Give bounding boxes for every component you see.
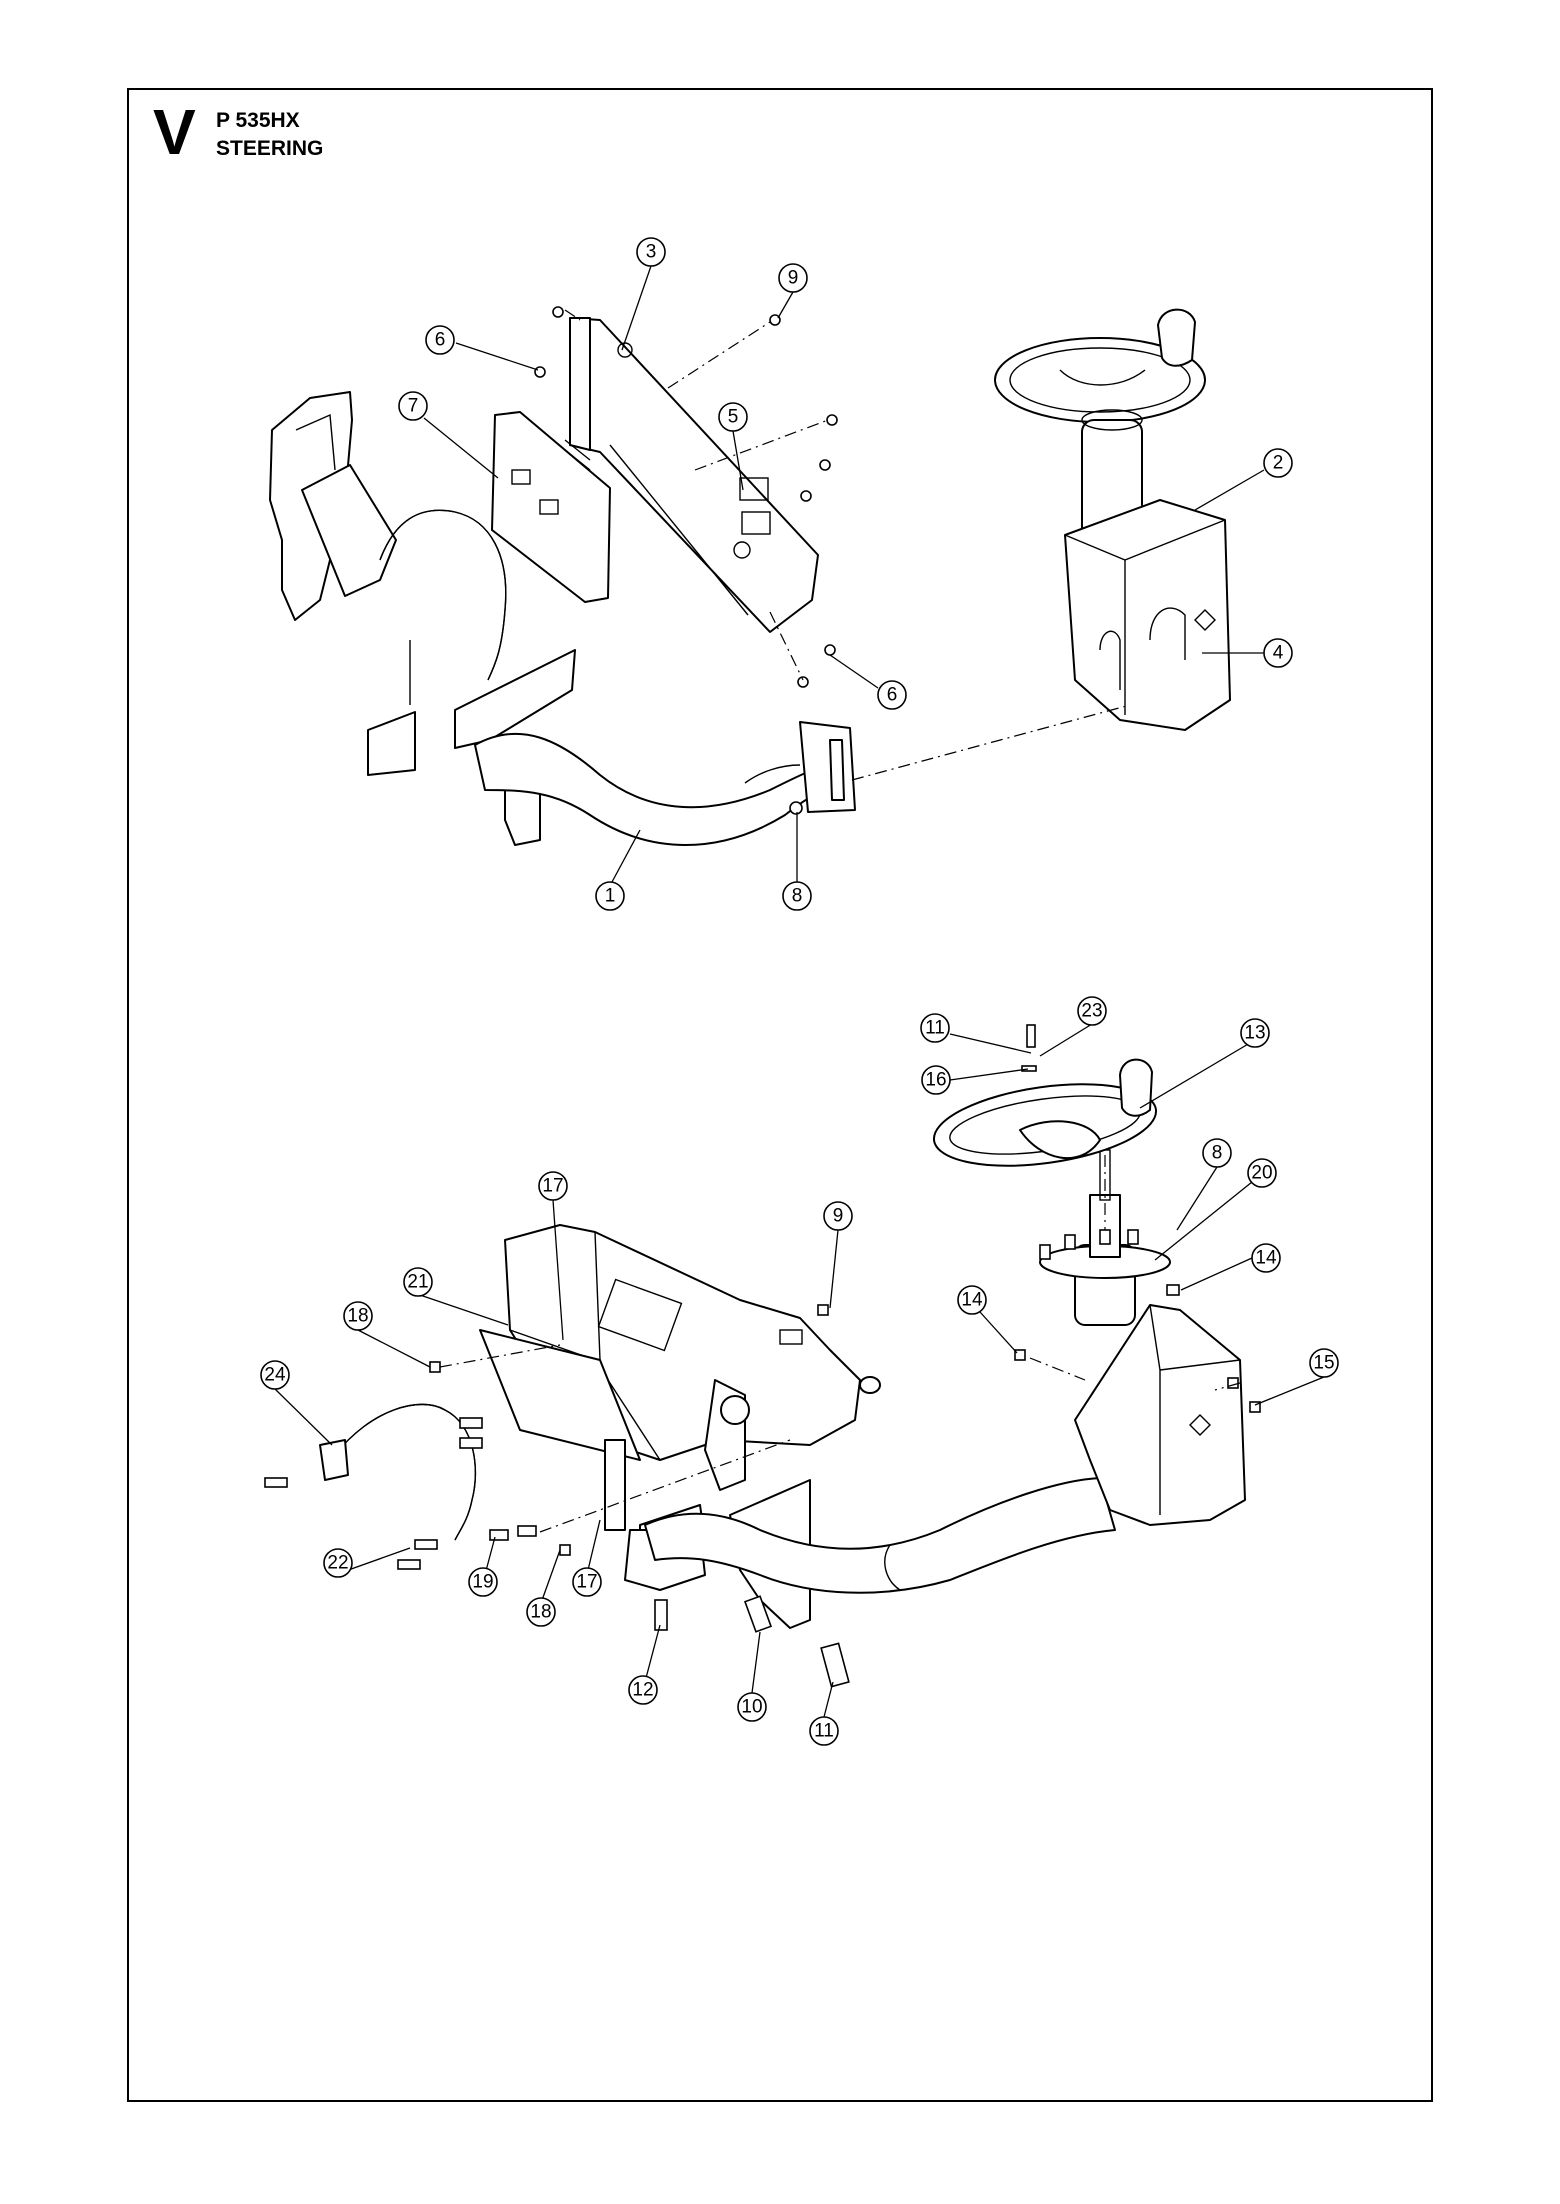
callout-24: 24 (260, 1360, 290, 1390)
callout-11b-label: 11 (814, 1721, 834, 1742)
top-assembly: 3 9 6 7 5 2 4 6 1 8 (269, 237, 1293, 911)
callout-18: 18 (343, 1301, 373, 1331)
callout-12-label: 12 (632, 1680, 653, 1701)
top-leaders (423, 265, 1265, 883)
callout-21-label: 21 (407, 1272, 428, 1293)
callout-13: 13 (1240, 1018, 1270, 1048)
callout-10-label: 10 (741, 1697, 762, 1718)
section-title: STEERING (216, 137, 324, 160)
wiring-harness (379, 509, 507, 681)
dashboard-panel (569, 317, 819, 633)
bottom-hardware (264, 1229, 1261, 1688)
callout-18-label: 18 (347, 1306, 368, 1327)
callout-7: 7 (398, 391, 428, 421)
instrument-panel-plate (491, 411, 611, 603)
callout-18b-label: 18 (530, 1602, 551, 1623)
callout-21: 21 (403, 1267, 433, 1297)
callout-8b: 8 (1202, 1138, 1232, 1168)
callout-16: 16 (921, 1065, 951, 1095)
callout-22: 22 (323, 1548, 353, 1578)
wiring-harness-bottom (319, 1403, 477, 1541)
callout-16-label: 16 (925, 1070, 946, 1091)
callout-11b: 11 (809, 1716, 839, 1746)
callout-8-label: 8 (792, 886, 803, 907)
callout-4: 4 (1263, 638, 1293, 668)
callout-9b: 9 (823, 1201, 853, 1231)
steering-console-top (1064, 499, 1231, 731)
steering-console-bottom (1074, 1304, 1246, 1526)
bottom-assembly: 11 23 13 16 8 20 17 9 14 14 21 18 15 24 … (260, 996, 1339, 1746)
callout-17-label: 17 (542, 1176, 563, 1197)
callout-9-label: 9 (788, 268, 799, 289)
callout-19-label: 19 (472, 1572, 493, 1593)
bottom-leaders (274, 1023, 1325, 1718)
top-assembly-lines (564, 309, 1131, 781)
callout-14-label: 14 (1255, 1248, 1277, 1269)
callout-3-label: 3 (646, 242, 657, 263)
steering-wheel-bottom (932, 1024, 1158, 1167)
steering-column-top (1081, 409, 1143, 541)
callout-2: 2 (1263, 448, 1293, 478)
callout-20: 20 (1247, 1158, 1277, 1188)
callout-8b-label: 8 (1212, 1143, 1223, 1164)
callout-5: 5 (718, 402, 748, 432)
callout-1: 1 (595, 881, 625, 911)
callout-10: 10 (737, 1692, 767, 1722)
callout-12: 12 (628, 1675, 658, 1705)
model-name: P 535HX (216, 109, 300, 132)
callout-19: 19 (468, 1567, 498, 1597)
bottom-assembly-lines (439, 1155, 1241, 1533)
callout-9b-label: 9 (833, 1206, 844, 1227)
callout-4-label: 4 (1273, 643, 1284, 664)
steering-column-bottom (1039, 1149, 1171, 1326)
callout-6b-label: 6 (887, 685, 898, 706)
callout-17b: 17 (572, 1567, 602, 1597)
callout-17: 17 (538, 1171, 568, 1201)
dashboard-side-bracket (269, 391, 397, 621)
callout-6: 6 (425, 325, 455, 355)
callout-15: 15 (1309, 1348, 1339, 1378)
callout-22-label: 22 (327, 1553, 348, 1574)
callout-8: 8 (782, 881, 812, 911)
callout-17b-label: 17 (576, 1572, 597, 1593)
section-letter: V (153, 96, 196, 168)
callout-6-label: 6 (435, 330, 446, 351)
callout-7-label: 7 (408, 396, 419, 417)
callout-23: 23 (1077, 996, 1107, 1026)
callout-1-label: 1 (605, 886, 616, 907)
callout-2-label: 2 (1273, 453, 1284, 474)
callout-9: 9 (778, 263, 808, 293)
callout-15-label: 15 (1313, 1353, 1334, 1374)
callout-13-label: 13 (1244, 1023, 1265, 1044)
callout-23-label: 23 (1081, 1001, 1102, 1022)
steering-wheel-top (994, 308, 1206, 423)
callout-11-label: 11 (925, 1018, 945, 1039)
callout-14b-label: 14 (961, 1290, 983, 1311)
callout-11: 11 (920, 1013, 950, 1043)
callout-5-label: 5 (728, 407, 739, 428)
callout-24-label: 24 (264, 1365, 286, 1386)
callout-3: 3 (636, 237, 666, 267)
callout-14b: 14 (957, 1285, 987, 1315)
steering-bar (474, 721, 856, 846)
callout-6b: 6 (877, 680, 907, 710)
dashboard-frame (479, 1224, 881, 1491)
callout-14: 14 (1251, 1243, 1281, 1273)
callout-18b: 18 (526, 1597, 556, 1627)
callout-20-label: 20 (1251, 1163, 1272, 1184)
page-frame (127, 88, 1433, 2102)
